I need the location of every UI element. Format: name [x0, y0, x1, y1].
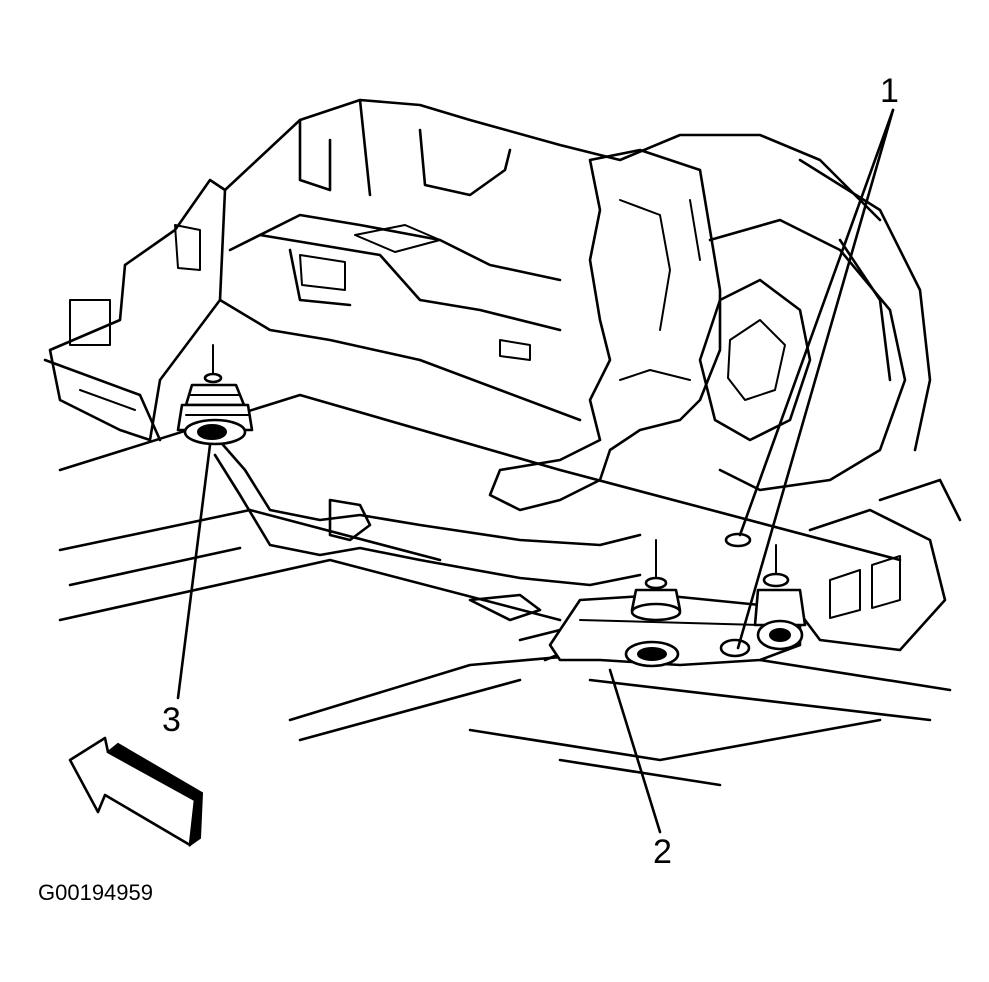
exhaust-hanger-insulator [176, 344, 254, 446]
callout-label-1: 1 [880, 72, 899, 110]
vehicle-body-outline [43, 98, 962, 787]
callout-label-2: 2 [653, 833, 672, 871]
callout-label-3: 3 [162, 701, 181, 739]
rear-isolator-mounts [630, 532, 807, 651]
front-direction-arrow-icon [68, 736, 204, 848]
figure-id: G00194959 [38, 880, 153, 905]
callout-leaders [176, 108, 895, 834]
